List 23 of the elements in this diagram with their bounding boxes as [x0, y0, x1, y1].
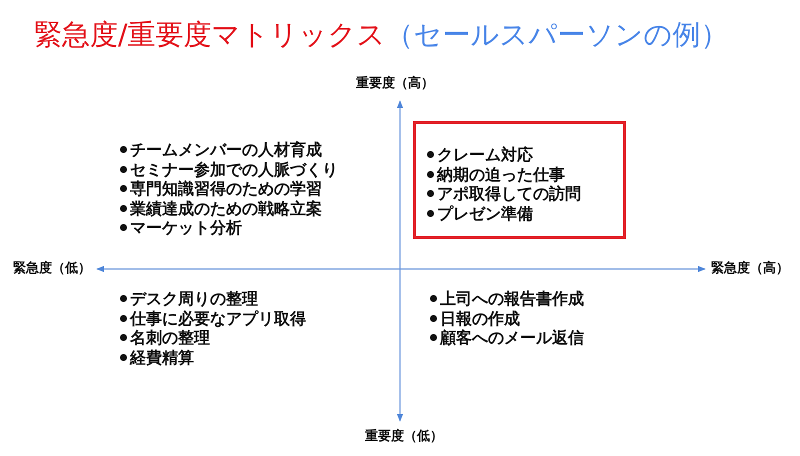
axis-label: 重要度（低） [365, 429, 443, 445]
task-text: プレゼン準備 [437, 204, 533, 223]
task-text: アポ取得しての訪問 [437, 184, 581, 204]
subtitle: （セールスパーソンの例） [385, 17, 728, 53]
task-text: 日報の作成 [440, 308, 520, 328]
axis-label: 重要度（高） [356, 76, 434, 92]
task-text: 経費精算 [130, 348, 194, 367]
task-text: 納期の迫った仕事 [437, 164, 565, 184]
highlight-box [413, 121, 626, 239]
task-text: セミナー参加での人脈づくり [130, 160, 338, 179]
title: 緊急度/重要度マトリックス [34, 17, 386, 53]
task-text: 名刺の整理 [130, 328, 210, 348]
task-text: デスク周りの整理 [130, 289, 258, 308]
task-text: 仕事に必要なアプリ取得 [130, 308, 306, 328]
task-text: クレーム対応 [437, 145, 533, 164]
task-text: 顧客へのメール返信 [440, 328, 584, 348]
axis-label: 緊急度（高） [711, 261, 789, 277]
task-text: チームメンバーの人材育成 [130, 140, 322, 160]
task-text: マーケット分析 [130, 218, 242, 238]
task-text: 専門知識習得のための学習 [130, 179, 322, 198]
task-text: 業績達成のための戦略立案 [130, 198, 322, 218]
axis-label: 緊急度（低） [13, 261, 91, 277]
task-text: 上司への報告書作成 [440, 289, 584, 308]
